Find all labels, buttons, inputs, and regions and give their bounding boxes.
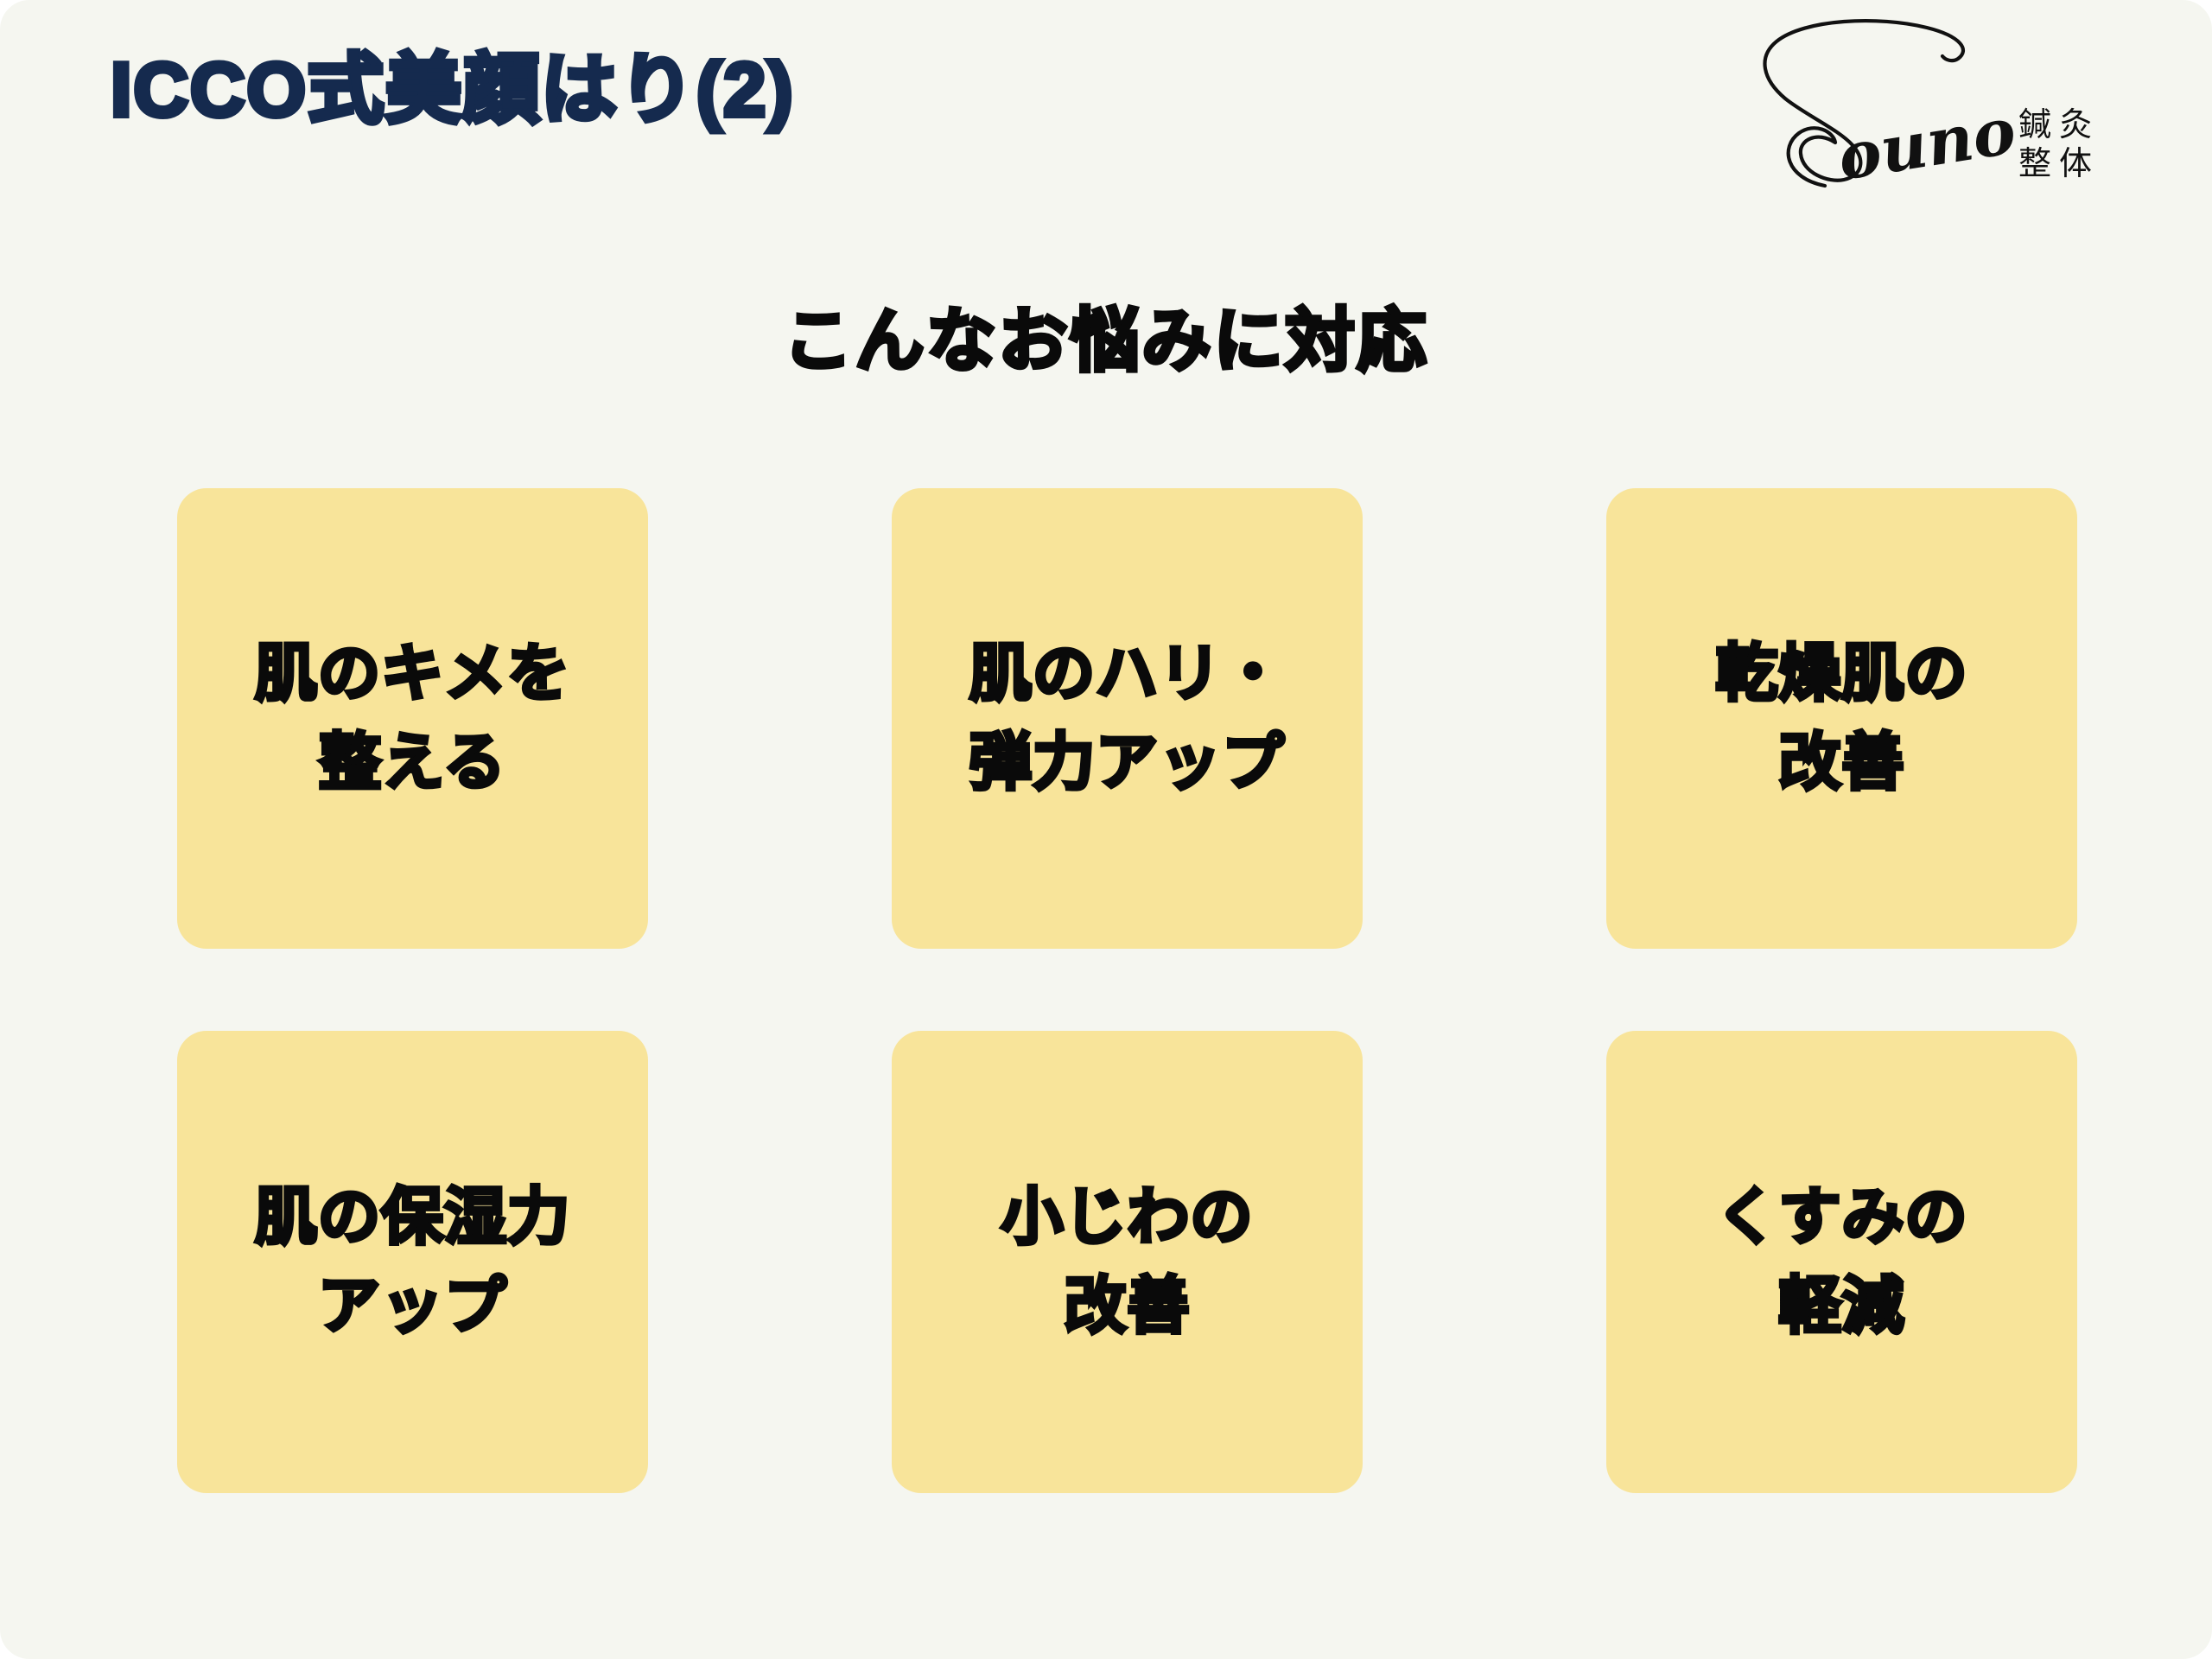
benefit-card-grid: 肌のキメを 整える 肌のハリ・ 弾力アップ 乾燥肌の 改善 肌の保湿力 アップ … xyxy=(177,488,2077,1493)
logo-kanji-line-2: 整体 xyxy=(2018,143,2101,182)
card-line-1: 小じわの xyxy=(999,1181,1255,1255)
benefit-card: 肌の保湿力 アップ xyxy=(177,1031,648,1493)
logo-kanji-line-1: 鍼灸 xyxy=(2018,105,2101,143)
benefit-card: 小じわの 改善 xyxy=(892,1031,1363,1493)
card-line-1: 乾燥肌の xyxy=(1713,638,1969,711)
card-line-2: アップ xyxy=(316,1269,509,1343)
svg-text:ouno: ouno xyxy=(1833,94,2020,195)
brand-logo: ouno 鍼灸 整体 xyxy=(1732,9,2164,225)
section-heading: こんなお悩みに対応 xyxy=(781,301,1429,382)
benefit-card: 肌のハリ・ 弾力アップ xyxy=(892,488,1363,949)
page-title: ICCO式美顔はり(2) xyxy=(108,47,796,132)
card-line-2: 改善 xyxy=(1777,726,1906,799)
card-line-2: 弾力アップ xyxy=(968,726,1287,799)
card-line-1: くすみの xyxy=(1713,1181,1969,1255)
card-line-1: 肌のキメを xyxy=(253,638,572,711)
card-line-2: 整える xyxy=(317,726,507,799)
card-line-1: 肌のハリ・ xyxy=(968,638,1287,711)
card-line-2: 改善 xyxy=(1062,1269,1192,1343)
souno-signature-icon: ouno xyxy=(1763,18,2021,195)
card-line-1: 肌の保湿力 xyxy=(253,1181,572,1255)
benefit-card: くすみの 軽減 xyxy=(1606,1031,2077,1493)
card-line-2: 軽減 xyxy=(1777,1269,1906,1343)
benefit-card: 肌のキメを 整える xyxy=(177,488,648,949)
logo-kanji-block: 鍼灸 整体 xyxy=(2018,105,2157,183)
benefit-card: 乾燥肌の 改善 xyxy=(1606,488,2077,949)
